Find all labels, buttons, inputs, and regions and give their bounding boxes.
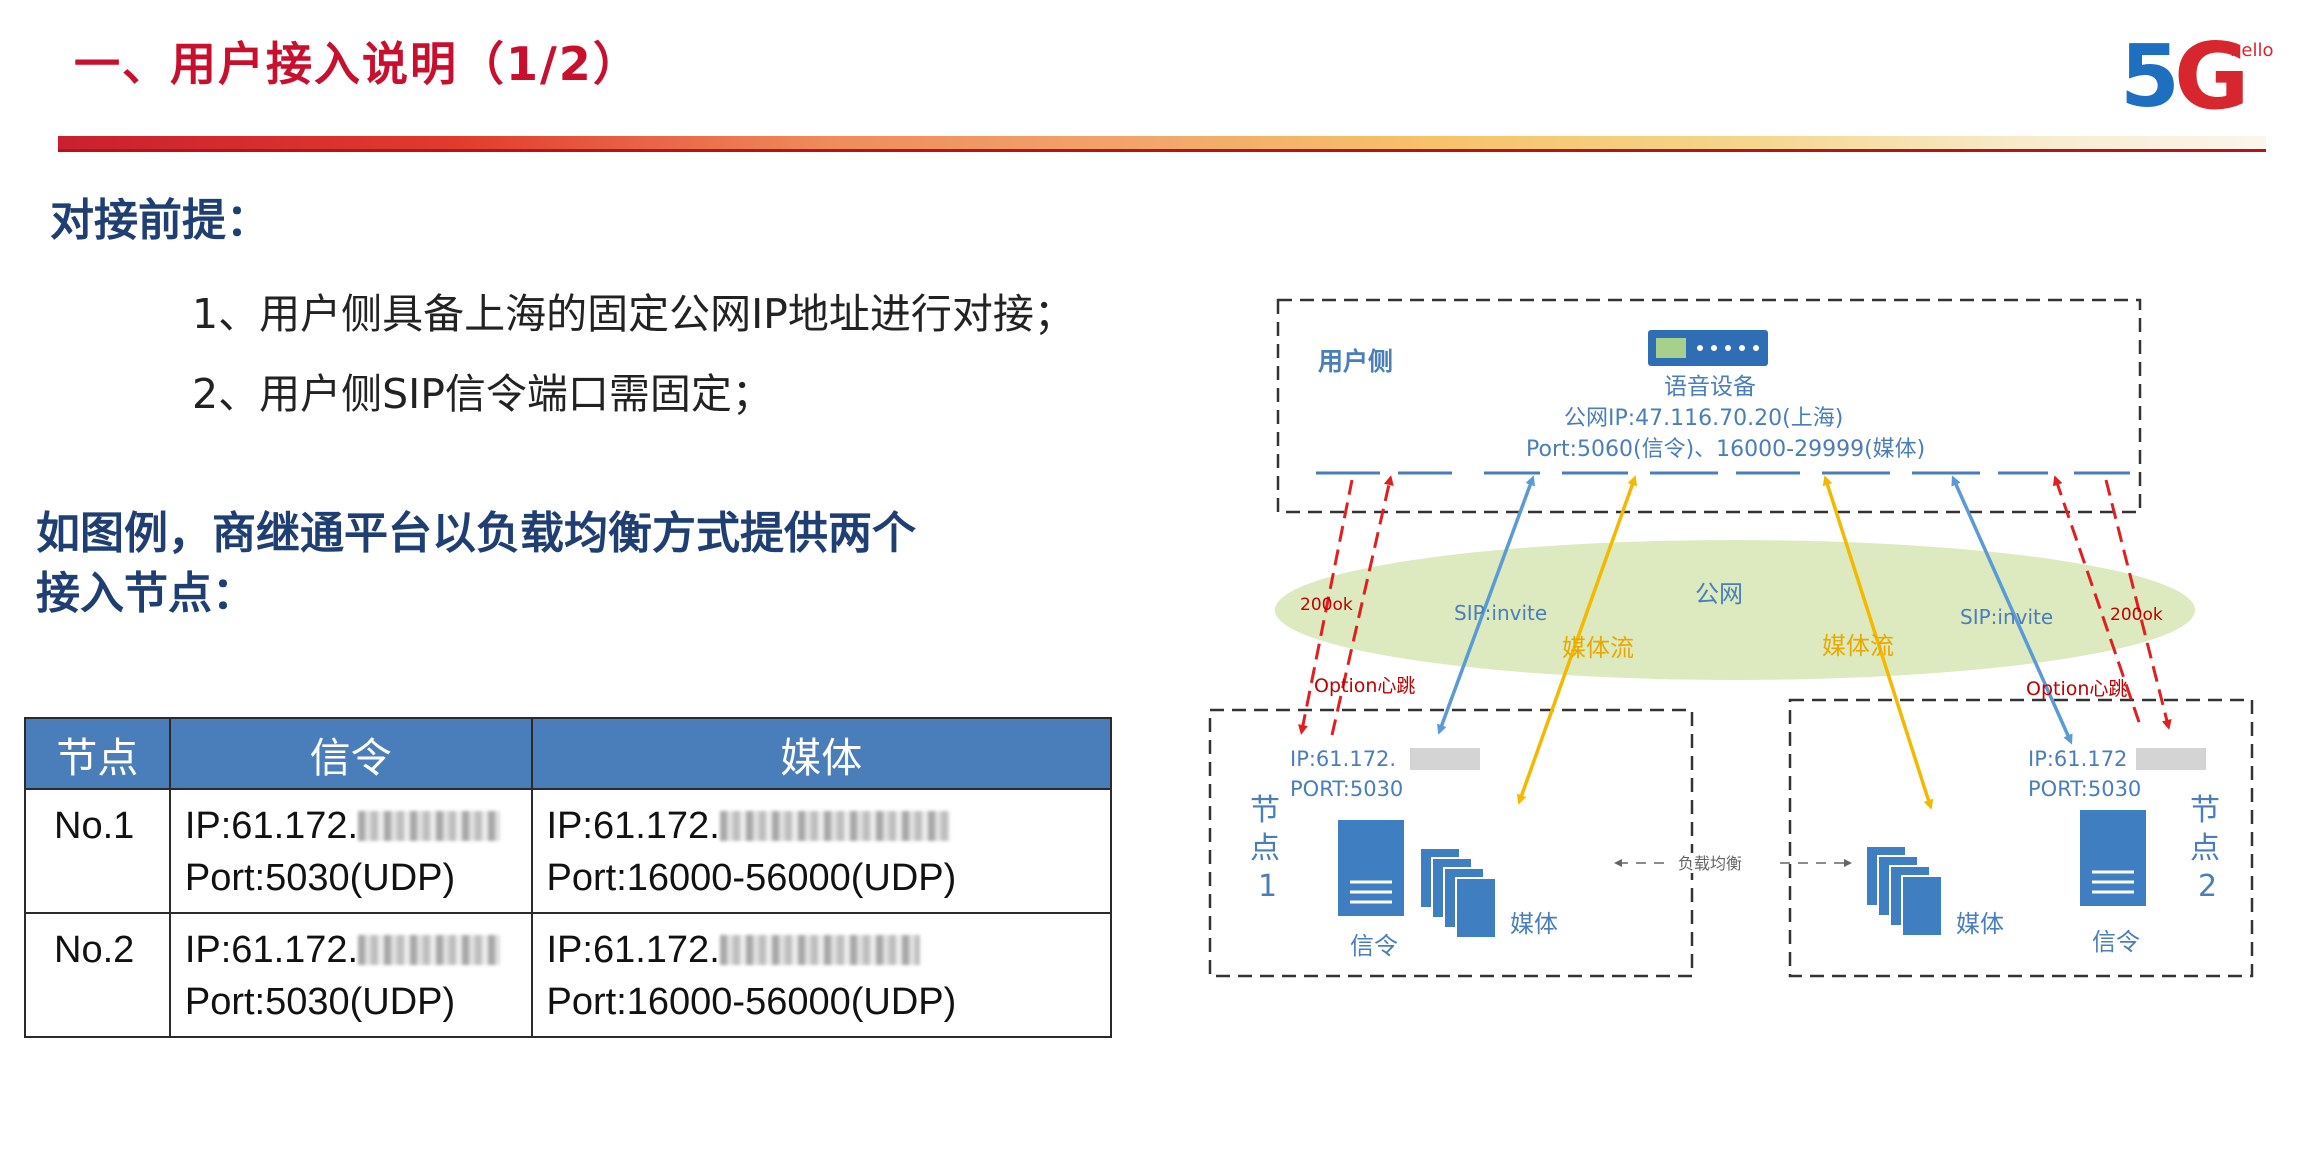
node1-port: PORT:5030: [1290, 777, 1403, 801]
media-arrow-left: [1516, 475, 1638, 805]
signal-cell: IP:61.172. Port:5030(UDP): [168, 788, 533, 914]
heartbeat-label-right: Option心跳: [2026, 678, 2127, 700]
node1-label-char: 点: [1250, 831, 1280, 866]
media-port: Port:16000-56000(UDP): [546, 981, 957, 1023]
signal-ip: IP:61.172.: [184, 805, 359, 847]
signal-ip: IP:61.172.: [184, 929, 359, 971]
redacted-ip: [358, 935, 501, 965]
load-balance-label-bg: [1670, 853, 1780, 873]
example-heading: 如图例，商继通平台以负载均衡方式提供两个 接入节点：: [36, 504, 1096, 624]
node2-port: PORT:5030: [2028, 777, 2141, 801]
sip-invite-label-right: SIP:invite: [1960, 605, 2053, 629]
node2-signal-server-icon: [2080, 810, 2146, 906]
load-balance-label: 负载均衡: [1678, 854, 1742, 873]
media-ip: IP:61.172.: [546, 929, 720, 971]
heartbeat-arrow-right: [2052, 475, 2142, 726]
user-side-box: [1276, 298, 2142, 514]
redacted-ip: [719, 935, 920, 965]
table-row: No.2 IP:61.172. Port:5030(UDP) IP:61.172…: [24, 912, 1112, 1038]
voice-device-icon: [1648, 330, 1768, 366]
node1-label-char: 节: [1250, 793, 1280, 828]
network-diagram: 公网 用户侧 语音设备 公网IP:47.116.70.20(上海) Port:5…: [1208, 298, 2254, 978]
node2-redacted-ip: [2136, 748, 2206, 770]
media-cell: IP:61.172. Port:16000-56000(UDP): [530, 912, 1112, 1038]
node-cell: No.2: [24, 912, 171, 1038]
5g-hello-logo: 5 G hello: [2120, 23, 2274, 126]
signal-port: Port:5030(UDP): [184, 981, 456, 1023]
node1-signal-server-icon: [1338, 820, 1404, 916]
node2-ip: IP:61.172: [2028, 747, 2127, 771]
logo-hello-text: hello: [2230, 40, 2274, 61]
media-stream-label-right: 媒体流: [1822, 632, 1894, 660]
user-side-label: 用户侧: [1318, 347, 1393, 376]
node2-label-char: 2: [2198, 869, 2217, 904]
node1-redacted-ip: [1410, 748, 1480, 770]
node2-label-char: 节: [2190, 793, 2220, 828]
node1-media-label: 媒体: [1510, 910, 1558, 938]
signal-port: Port:5030(UDP): [184, 857, 456, 899]
node1-ip: IP:61.172.: [1290, 747, 1396, 771]
node1-media-servers-icon: [1419, 847, 1497, 939]
device-port: Port:5060(信令)、16000-29999(媒体): [1526, 437, 1925, 462]
node-cell: No.1: [24, 788, 171, 914]
sip-arrow-left: [1437, 475, 1535, 735]
ok-200-arrow-right: [2104, 479, 2172, 730]
prereq-item-2: 2、用户侧SIP信令端口需固定；: [192, 370, 773, 418]
redacted-ip: [719, 811, 950, 841]
node2-media-servers-icon: [1865, 845, 1943, 937]
media-cell: IP:61.172. Port:16000-56000(UDP): [530, 788, 1112, 914]
prereq-heading: 对接前提：: [50, 195, 270, 246]
media-arrow-right: [1822, 475, 1934, 810]
heartbeat-arrow-left: [1330, 475, 1394, 736]
cloud-label: 公网: [1695, 580, 1743, 608]
node-table: 节点 信令 媒体 No.1 IP:61.172. Port:5030(UDP) …: [24, 717, 1112, 1038]
device-label: 语音设备: [1664, 374, 1756, 400]
table-row: No.1 IP:61.172. Port:5030(UDP) IP:61.172…: [24, 788, 1112, 914]
media-ip: IP:61.172.: [546, 805, 720, 847]
node2-media-label: 媒体: [1956, 910, 2004, 938]
header-signal: 信令: [168, 717, 533, 790]
svg-text:G: G: [2174, 23, 2250, 126]
ok-200-label-right: 200ok: [2110, 605, 2163, 625]
media-stream-label-left: 媒体流: [1562, 634, 1634, 662]
media-port: Port:16000-56000(UDP): [546, 857, 957, 899]
node2-signal-label: 信令: [2092, 928, 2140, 956]
ok-200-label-left: 200ok: [1300, 595, 1353, 615]
node1-signal-label: 信令: [1350, 932, 1398, 960]
signal-cell: IP:61.172. Port:5030(UDP): [168, 912, 533, 1038]
example-heading-line-2: 接入节点：: [36, 568, 256, 619]
node2-label-char: 点: [2190, 831, 2220, 866]
heartbeat-label-left: Option心跳: [1314, 675, 1415, 697]
header-node: 节点: [24, 717, 171, 790]
redacted-ip: [358, 811, 501, 841]
ok-200-arrow-left: [1298, 479, 1354, 735]
header-banner-stripe: [58, 136, 2266, 149]
prereq-item-1: 1、用户侧具备上海的固定公网IP地址进行对接；: [192, 290, 1075, 338]
header-banner-base: [58, 149, 2266, 152]
svg-text:5: 5: [2120, 27, 2180, 126]
device-ip: 公网IP:47.116.70.20(上海): [1564, 406, 1843, 431]
example-heading-line-1: 如图例，商继通平台以负载均衡方式提供两个: [36, 508, 916, 559]
node2-box: [1788, 698, 2254, 978]
sip-arrow-right: [1951, 475, 2073, 745]
sip-invite-label-left: SIP:invite: [1454, 601, 1547, 625]
public-network-cloud: [1275, 540, 2195, 680]
table-header-row: 节点 信令 媒体: [24, 717, 1112, 790]
node1-label-char: 1: [1258, 869, 1277, 904]
page-title: 一、用户接入说明（1/2）: [74, 37, 641, 91]
header-media: 媒体: [530, 717, 1112, 790]
